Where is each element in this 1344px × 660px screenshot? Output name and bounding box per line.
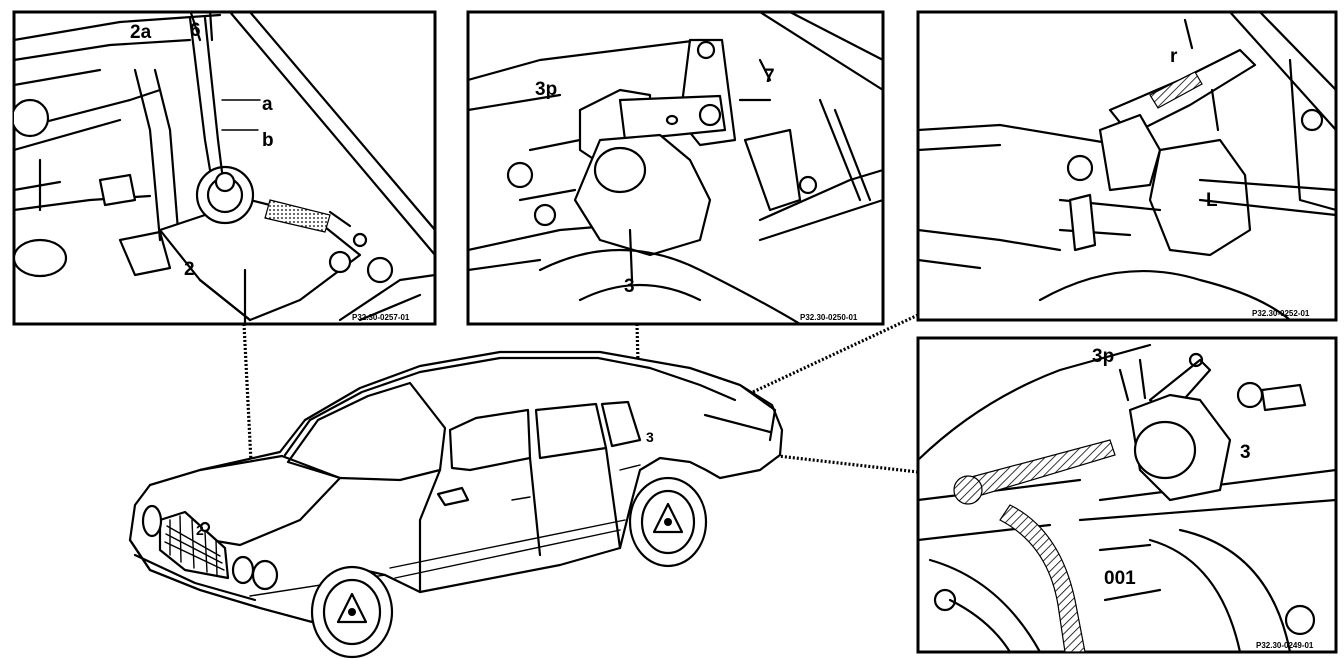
panel-bottom-right-callout-3: 3 — [1240, 442, 1251, 463]
panel-top-middle-callout-3p: 3p — [535, 79, 557, 100]
car-windshield — [286, 381, 447, 482]
car-callout-2: 2 — [196, 522, 204, 538]
panel-top-left-callout-b: b — [262, 130, 274, 151]
panel-top-left: 2a 6 a b 2 P32.30-0257-01 — [12, 10, 437, 326]
car-trunk — [688, 366, 777, 442]
panel-top-right: r L P32.30-0252-01 — [916, 10, 1338, 322]
leader-panel-top-right — [649, 313, 919, 442]
car-callout-3: 3 — [646, 429, 654, 445]
panel-top-right-ref-code: P32.30-0252-01 — [1252, 309, 1310, 318]
car-quarter-window — [600, 400, 642, 448]
panel-top-middle-callout-7: 7 — [764, 66, 775, 87]
car-front-wheel — [310, 565, 394, 659]
car-illustration: 2 3 — [128, 350, 784, 659]
panel-top-left-callout-6: 6 — [190, 20, 201, 41]
panel-top-right-callout-L: L — [1206, 190, 1218, 211]
car-grille — [158, 510, 230, 580]
panel-top-right-callout-r: r — [1170, 46, 1178, 67]
panel-top-middle-ref-code: P32.30-0250-01 — [800, 313, 858, 322]
car-bumper — [128, 538, 314, 624]
panel-top-left-callout-a: a — [262, 94, 273, 115]
panel-bottom-right-ref-code: P32.30-0249-01 — [1256, 641, 1314, 650]
panel-top-middle-callout-3: 3 — [624, 276, 635, 297]
panel-top-left-callout-2a: 2a — [130, 22, 152, 43]
panel-bottom-right-callout-3p: 3p — [1092, 346, 1114, 367]
car-headlight-left — [141, 504, 163, 538]
car-headlight-right-outer — [251, 559, 279, 591]
panel-bottom-right: 3p 3 001 P32.30-0249-01 — [916, 336, 1338, 654]
car-door-handles — [511, 464, 641, 501]
car-rear-wheel — [628, 476, 708, 568]
panel-bottom-right-callout-001: 001 — [1104, 568, 1136, 589]
car-door-lines — [418, 446, 622, 594]
car-grille-bars — [164, 515, 225, 576]
car-headlight-right-inner — [231, 555, 255, 585]
car-badge — [199, 521, 211, 533]
panel-top-left-ref-code: P32.30-0257-01 — [352, 313, 410, 322]
panel-top-middle: 3p 7 3 P32.30-0250-01 — [466, 10, 885, 326]
car-rear-door-window — [534, 402, 608, 460]
panel-top-left-callout-2: 2 — [184, 259, 195, 280]
car-side-mirror — [436, 486, 470, 507]
car-roof — [283, 356, 737, 457]
